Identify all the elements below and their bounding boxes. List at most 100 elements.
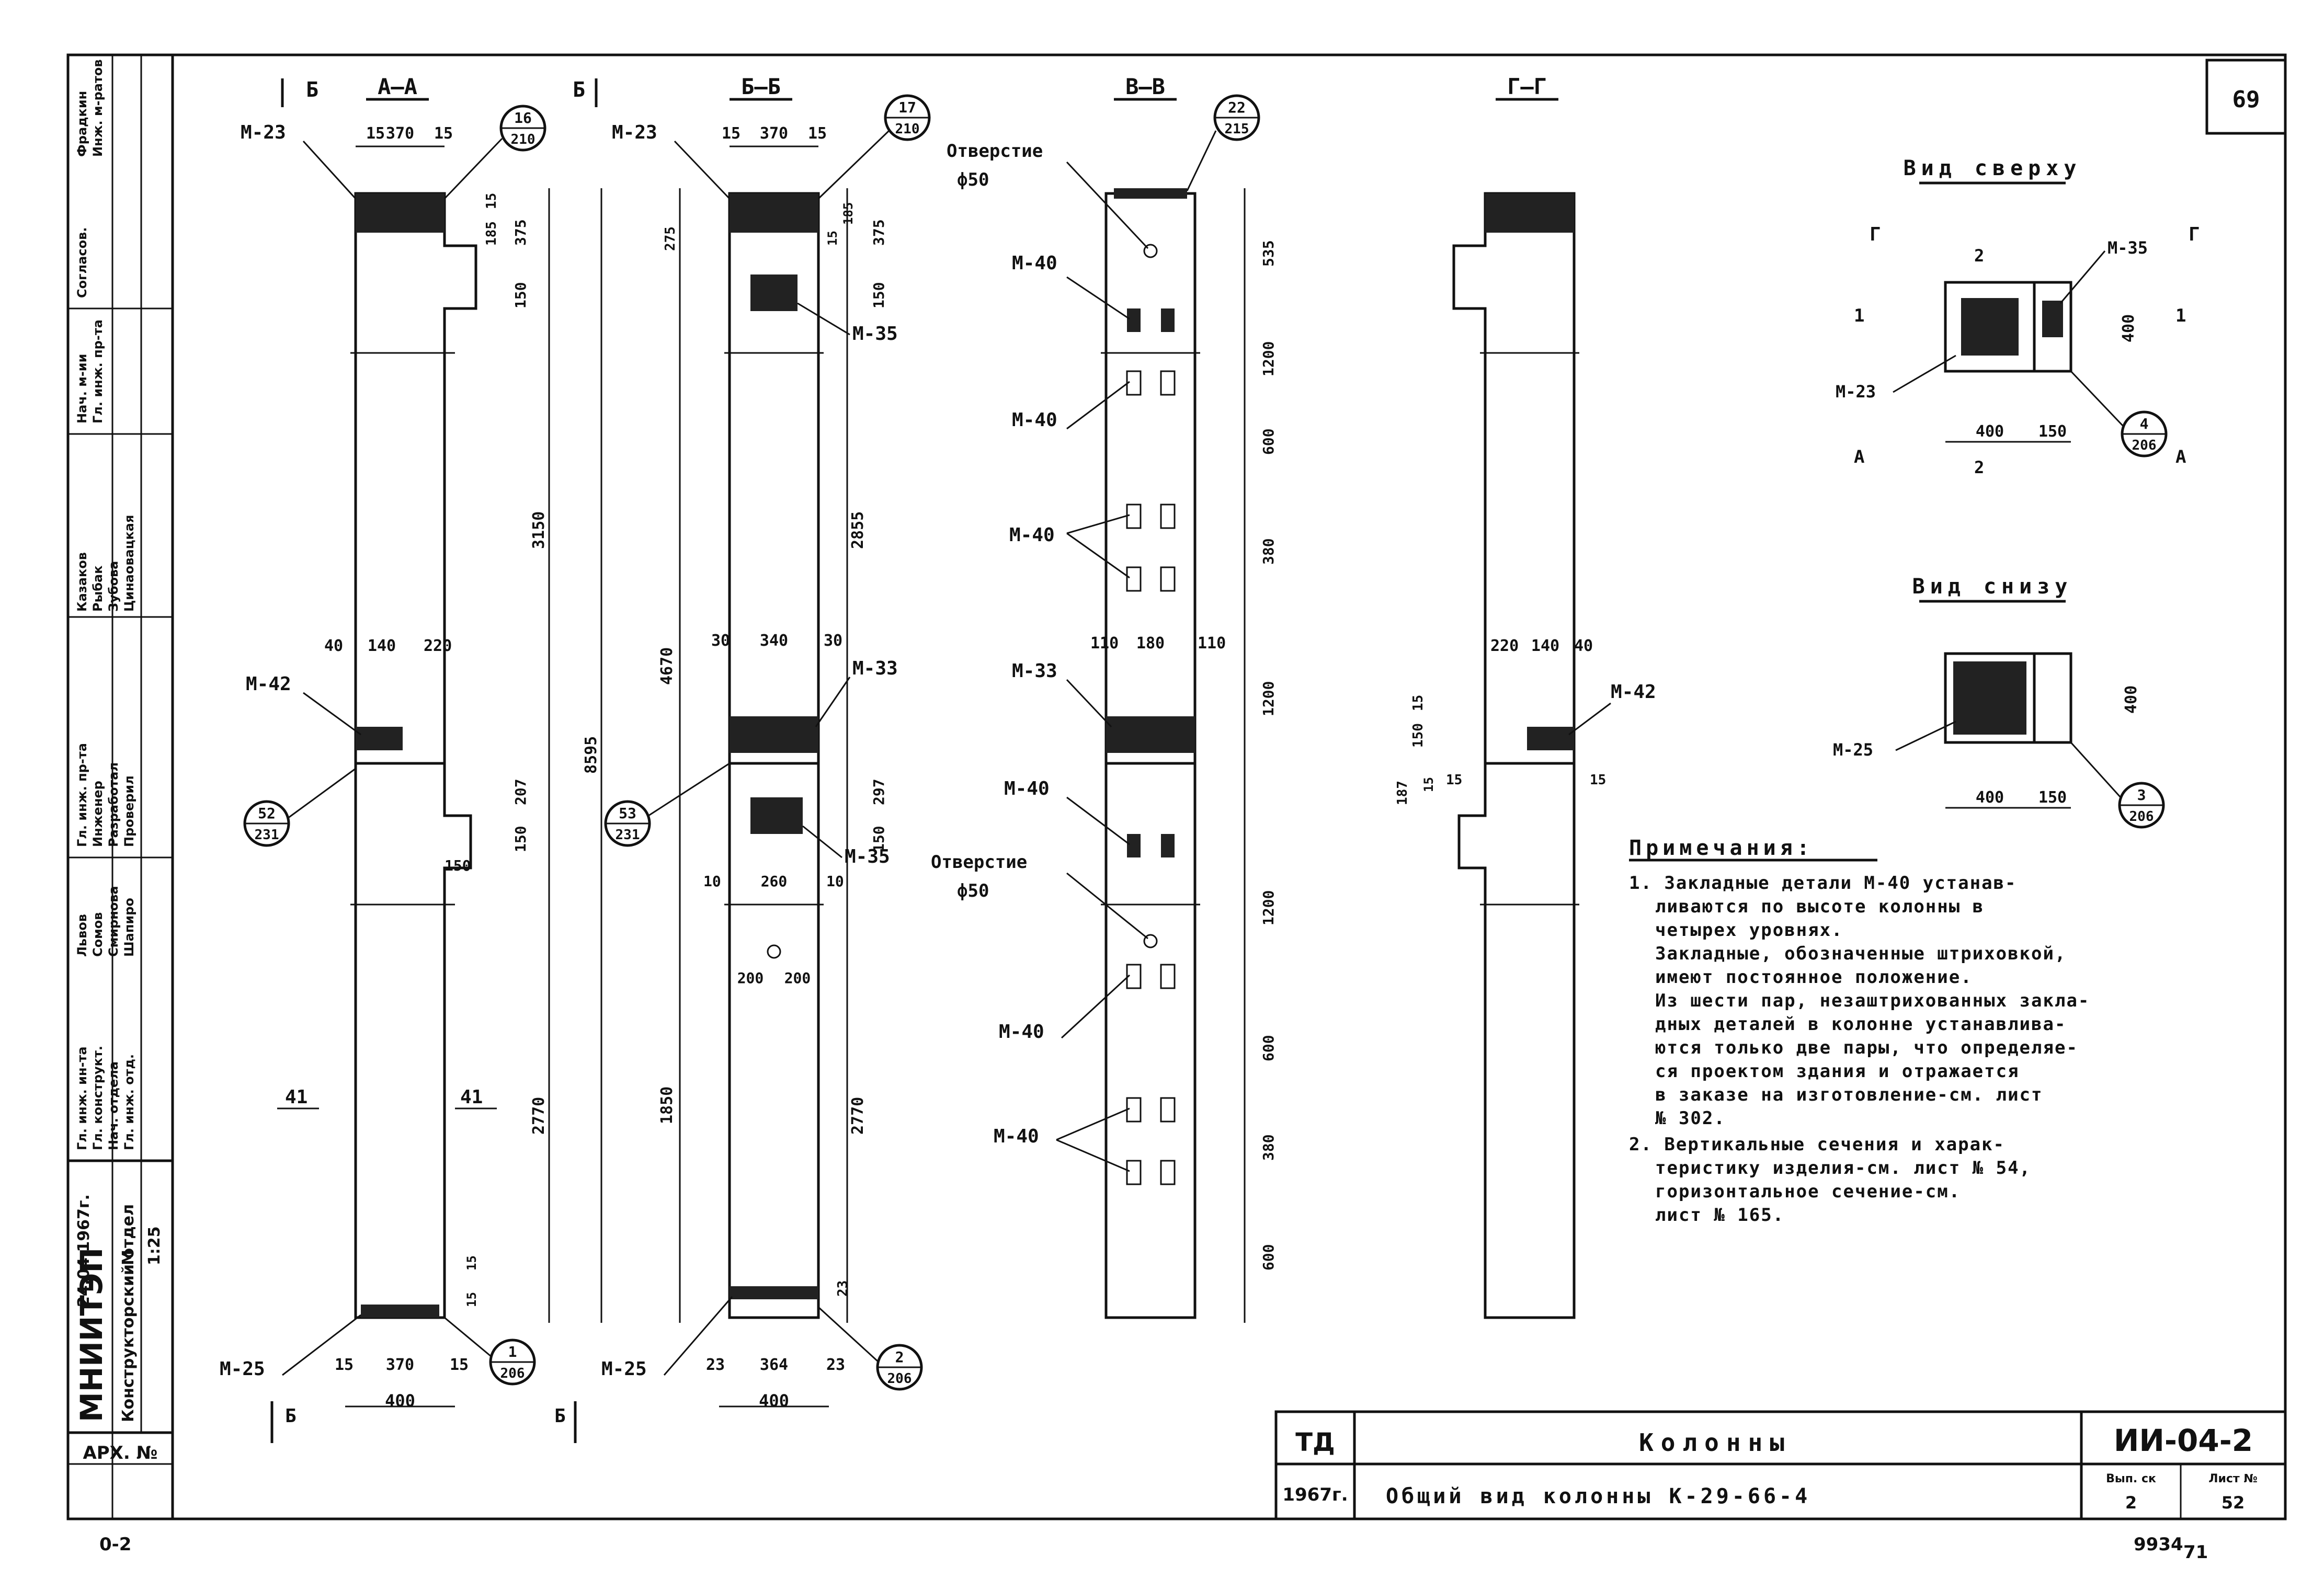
date: 24.04 1967г.	[75, 1194, 93, 1307]
vdim-vv-6: 1200	[1260, 890, 1277, 925]
vdim-gg-4: 15	[1421, 777, 1436, 792]
bubble-bb-mid-sheet: 231	[616, 827, 640, 843]
column-lower-bb	[728, 762, 820, 1319]
hole-bb	[767, 944, 781, 959]
column-upper-gg	[1452, 192, 1576, 765]
dim-bb-top-3: 15	[808, 124, 827, 143]
bottom-view-title: Вид снизу	[1912, 575, 2073, 599]
bottom-right-mark: 9934	[2134, 1534, 2183, 1555]
label-m23-aa: М-23	[241, 122, 286, 143]
dim-aa-base: 400	[385, 1391, 415, 1411]
embed-m42-gg	[1527, 727, 1574, 750]
embed-m25-aa	[361, 1305, 439, 1318]
label-hole-dia-vv-bot: ф50	[957, 880, 989, 901]
bubble-aa-bot-sheet: 206	[500, 1366, 525, 1381]
top-view-dim-v400: 400	[2120, 314, 2138, 342]
dim-bb-top-1: 15	[722, 124, 741, 143]
bubble-vv-top	[1213, 94, 1260, 141]
note-line: теристику изделия-см. лист № 54,	[1655, 1158, 2031, 1179]
notes-heading: Примечания:	[1629, 836, 1814, 860]
bubble-aa-bot	[489, 1339, 536, 1386]
column-cap-vv	[1114, 188, 1187, 199]
top-view-bubble-sheet: 206	[2132, 438, 2157, 453]
dim-bb-low-2: 260	[761, 873, 788, 890]
bubble-bb-mid-num: 53	[619, 805, 636, 822]
note-line: № 302.	[1655, 1108, 1726, 1129]
name-5: Казаков	[75, 552, 89, 612]
vdim-bb-6: 2855	[849, 511, 867, 549]
vdim-bb-9: 150	[870, 826, 887, 852]
note-line: ются только две пары, что определяе-	[1655, 1037, 2078, 1058]
vdim-bb-10: 1850	[658, 1086, 676, 1124]
series-title: Колонны	[1639, 1428, 1792, 1457]
page-number-box	[2205, 59, 2287, 135]
vdim-aa-1: 15	[484, 193, 499, 209]
label-m42-aa: М-42	[246, 673, 291, 695]
section-vv-title: В—В	[1125, 74, 1165, 99]
section-aa-title: А—А	[378, 74, 417, 99]
note-line: Закладные, обозначенные штриховкой,	[1655, 943, 2066, 964]
mark-aa-right: 41	[460, 1086, 483, 1108]
vdim-bb-1: 275	[663, 226, 678, 251]
role-4: Гл. инж. отд.	[122, 1054, 136, 1150]
section-marker-left-bot: Б	[285, 1405, 297, 1427]
top-view-bubble	[2121, 410, 2168, 457]
embed-m33-bb	[730, 716, 818, 753]
note-line: 2. Вертикальные сечения и харак-	[1629, 1134, 2005, 1155]
dim-aa-top-2: 370	[386, 124, 414, 143]
dim-aa-bot-1: 15	[335, 1356, 354, 1374]
section-bb: Б—Б М-23 М-35 М-33 М-35 М-25 15 370 15 1…	[601, 74, 931, 1411]
embed-m33-vv	[1106, 716, 1195, 753]
dim-gg-mid-3: 40	[1574, 637, 1593, 655]
top-view-marker-a-left: А	[1854, 447, 1864, 467]
name-3: Смирнова	[106, 886, 121, 957]
bottom-view: Вид снизу М-25 400 150 400 3 206	[1833, 575, 2165, 829]
dept-name: Конструкторский отдел	[119, 1204, 138, 1422]
label-hole-dia-vv-top: ф50	[957, 169, 989, 190]
vdim-bb-2: 15	[825, 231, 840, 246]
vdim-vv-3: 600	[1260, 428, 1277, 455]
dim-bb-bot-3: 23	[826, 1356, 845, 1374]
vdim-vv-1: 535	[1260, 240, 1277, 267]
vdim-aa-2: 185	[484, 221, 499, 246]
column-upper-vv	[1104, 192, 1197, 765]
role-5: Гл. инж. пр-та	[75, 743, 89, 847]
title-td: ТД	[1295, 1428, 1335, 1457]
role-2: Гл. конструкт.	[90, 1046, 105, 1150]
label-m23-bb: М-23	[612, 122, 657, 143]
dim-bb-base: 400	[759, 1391, 789, 1411]
hole-vv-top	[1143, 244, 1158, 258]
vdim-bb-12: 23	[835, 1280, 851, 1297]
bubble-bb-top	[884, 94, 931, 141]
name-10: Инж. м-ратов	[90, 59, 105, 157]
bubble-aa-top-num: 16	[514, 109, 532, 127]
name-6: Рыбак	[90, 565, 105, 612]
top-view-marker-g-left: Г	[1870, 224, 1881, 245]
vdim-gg-3: 187	[1395, 781, 1410, 805]
note-line: горизонтальное сечение-см.	[1655, 1181, 1961, 1202]
vdim-aa-7: 207	[512, 779, 529, 805]
name-2: Сомов	[90, 912, 105, 957]
top-view-dim-400: 400	[1976, 422, 2004, 441]
bubble-vv-top-num: 22	[1228, 99, 1246, 116]
dim-bb-mid-1: 30	[711, 632, 730, 650]
approval-strip: МНИИТЭП Конструкторский отдел 24.04 1967…	[68, 55, 173, 1519]
dim-gg-side-2: 15	[1590, 772, 1606, 788]
bubble-aa-mid-sheet: 231	[255, 827, 279, 843]
vdim-aa-8: 150	[512, 826, 529, 852]
bottom-view-dim-150: 150	[2038, 788, 2067, 807]
dim-aa-top-3: 15	[434, 124, 453, 143]
sheet-frame	[66, 53, 2287, 1520]
bottom-view-dim-v400: 400	[2122, 685, 2140, 714]
bubble-bb-mid	[604, 800, 651, 847]
label-hole-vv-top: Отверстие	[947, 141, 1043, 162]
embed-m23-gg	[1485, 193, 1574, 233]
label-m40-vv-3: М-40	[1009, 524, 1055, 546]
label-m25-aa: М-25	[220, 1358, 265, 1380]
role-7: Разработал	[106, 762, 121, 847]
label-m40-vv-4: М-40	[1004, 778, 1050, 799]
dim-gg-side-1: 15	[1446, 772, 1462, 788]
role-8: Проверил	[122, 775, 136, 847]
vdim-bb-5: 150	[870, 282, 887, 308]
